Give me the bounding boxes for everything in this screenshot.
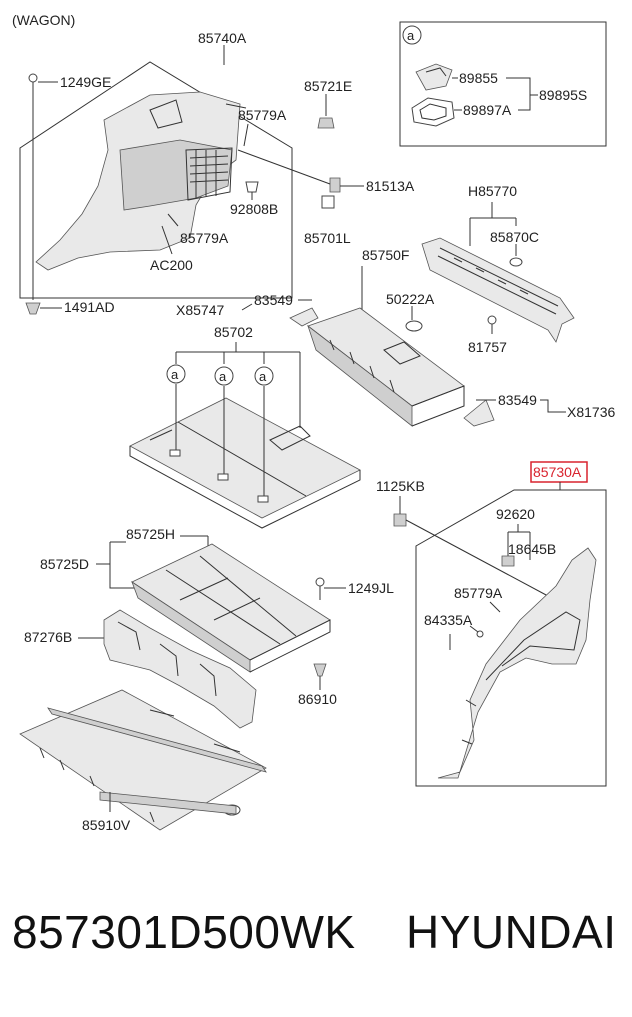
support-bracket-assembly: 87276B bbox=[24, 609, 257, 729]
svg-text:a: a bbox=[219, 369, 227, 384]
part-label-89855: 89855 bbox=[459, 70, 498, 86]
variant-label: (WAGON) bbox=[12, 12, 75, 28]
ring-89897A bbox=[411, 97, 455, 127]
footer: 857301D500WK HYUNDAI bbox=[0, 905, 632, 985]
part-label-H85770: H85770 bbox=[468, 183, 517, 199]
part-label-85779A-upper: 85779A bbox=[238, 107, 287, 123]
floor-board bbox=[129, 397, 361, 519]
part-label-85721E: 85721E bbox=[304, 78, 352, 94]
part-label-1491AD: 1491AD bbox=[64, 299, 115, 315]
part-label-85702: 85702 bbox=[214, 324, 253, 340]
bracket-right bbox=[463, 399, 495, 427]
marker-a-3: a bbox=[254, 366, 274, 386]
clip-84335A bbox=[476, 630, 484, 638]
part-label-81757: 81757 bbox=[468, 339, 507, 355]
part-label-92620: 92620 bbox=[496, 506, 535, 522]
brand-name: HYUNDAI bbox=[406, 906, 617, 958]
part-label-83549-left: 83549 bbox=[254, 292, 293, 308]
part-label-X85747: X85747 bbox=[176, 302, 224, 318]
clip-86910 bbox=[313, 663, 327, 677]
pad-85701L bbox=[321, 195, 335, 209]
part-label-AC200: AC200 bbox=[150, 257, 193, 273]
part-label-85750F: 85750F bbox=[362, 247, 409, 263]
part-label-50222A: 50222A bbox=[386, 291, 435, 307]
luggage-box-assembly: 85725H 85725D 1249JL 86910 bbox=[40, 526, 394, 707]
floor-board-assembly: 85702 a a a bbox=[129, 324, 361, 529]
quarter-trim-assembly: 85740A 1249GE 85721E 85779A 81513A 92808… bbox=[19, 30, 415, 315]
part-label-85779A-right: 85779A bbox=[454, 585, 503, 601]
part-label-84335A: 84335A bbox=[424, 612, 473, 628]
bolt-1249JL bbox=[315, 577, 325, 587]
callout-box-a: a 89855 89897A 89895S bbox=[399, 21, 607, 147]
lamp-92808B bbox=[245, 181, 259, 193]
svg-text:a: a bbox=[171, 367, 179, 382]
part-label-18645B: 18645B bbox=[508, 541, 556, 557]
cover-89855 bbox=[415, 63, 453, 91]
clip-85721E bbox=[317, 117, 335, 129]
right-quarter-trim-panel bbox=[437, 547, 597, 779]
part-label-1249GE: 1249GE bbox=[60, 74, 111, 90]
clip-1491AD bbox=[25, 302, 41, 315]
right-quarter-trim-assembly: 85730A 1125KB 92620 18645B 85779A 84335A bbox=[376, 461, 607, 787]
part-label-85725D: 85725D bbox=[40, 556, 89, 572]
part-label-89897A: 89897A bbox=[463, 102, 512, 118]
part-label-85910V: 85910V bbox=[82, 817, 131, 833]
part-label-87276B: 87276B bbox=[24, 629, 72, 645]
tail-trim-assembly: H85770 85870C 81757 bbox=[421, 183, 575, 355]
part-label-85730A: 85730A bbox=[533, 464, 582, 480]
svg-text:a: a bbox=[259, 369, 267, 384]
part-label-89895S: 89895S bbox=[539, 87, 587, 103]
lamp-92620 bbox=[501, 555, 515, 567]
support-bracket bbox=[103, 609, 257, 729]
part-label-85779A-lower: 85779A bbox=[180, 230, 229, 246]
marker-a-2: a bbox=[214, 366, 234, 386]
tail-trim-panel bbox=[421, 237, 575, 343]
part-label-81513A: 81513A bbox=[366, 178, 415, 194]
luggage-tray-assembly: 85750F 50222A X85747 83549 83549 X81736 bbox=[176, 247, 615, 427]
part-label-85725H: 85725H bbox=[126, 526, 175, 542]
part-number: 857301D500WK bbox=[12, 906, 356, 958]
bolt-1249GE bbox=[28, 73, 38, 83]
plug-50222A bbox=[405, 320, 423, 332]
callout-letter: a bbox=[407, 28, 415, 43]
tonneau-cover-assembly: 85910V bbox=[19, 689, 267, 833]
bracket-left bbox=[289, 307, 319, 327]
bolt-1125KB bbox=[393, 513, 407, 527]
callout-frame bbox=[399, 21, 607, 147]
cover-bar bbox=[47, 707, 267, 773]
part-label-85740A: 85740A bbox=[198, 30, 247, 46]
part-label-1249JL: 1249JL bbox=[348, 580, 394, 596]
part-label-83549-right: 83549 bbox=[498, 392, 537, 408]
part-label-92808B: 92808B bbox=[230, 201, 278, 217]
part-label-1125KB: 1125KB bbox=[376, 478, 425, 494]
assembly-frame bbox=[19, 61, 293, 299]
clip-85870C bbox=[509, 257, 523, 267]
part-label-X81736: X81736 bbox=[567, 404, 615, 420]
callout-marker bbox=[402, 25, 422, 45]
trim-pocket bbox=[119, 139, 233, 211]
marker-a-1: a bbox=[166, 364, 186, 384]
highlight-box bbox=[530, 461, 588, 483]
screw-81757 bbox=[487, 315, 497, 325]
part-label-86910: 86910 bbox=[298, 691, 337, 707]
fastener-81513A bbox=[329, 177, 341, 193]
parts-diagram: (WAGON) 85740A 1249GE 85721E 85779A 8151… bbox=[12, 12, 615, 833]
part-label-85701L: 85701L bbox=[304, 230, 351, 246]
part-label-85870C: 85870C bbox=[490, 229, 539, 245]
